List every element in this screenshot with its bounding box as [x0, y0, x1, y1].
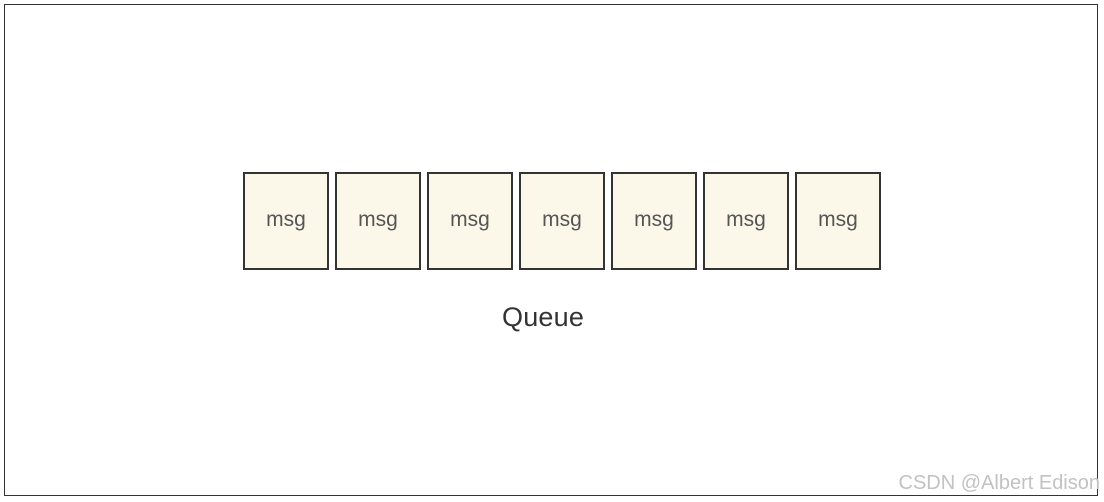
queue-message-label: msg [450, 208, 490, 231]
queue-message-6: msg [703, 172, 789, 270]
watermark-text: CSDN @Albert Edison [898, 472, 1100, 494]
queue-message-label: msg [726, 208, 766, 231]
queue-message-4: msg [519, 172, 605, 270]
queue-message-label: msg [542, 208, 582, 231]
queue-message-2: msg [335, 172, 421, 270]
queue-message-label: msg [266, 208, 306, 231]
queue-message-row: msg msg msg msg msg msg msg [243, 172, 881, 270]
queue-message-3: msg [427, 172, 513, 270]
queue-message-5: msg [611, 172, 697, 270]
queue-message-label: msg [358, 208, 398, 231]
queue-message-label: msg [818, 208, 858, 231]
queue-message-label: msg [634, 208, 674, 231]
queue-message-7: msg [795, 172, 881, 270]
queue-message-1: msg [243, 172, 329, 270]
queue-label: Queue [502, 302, 585, 332]
